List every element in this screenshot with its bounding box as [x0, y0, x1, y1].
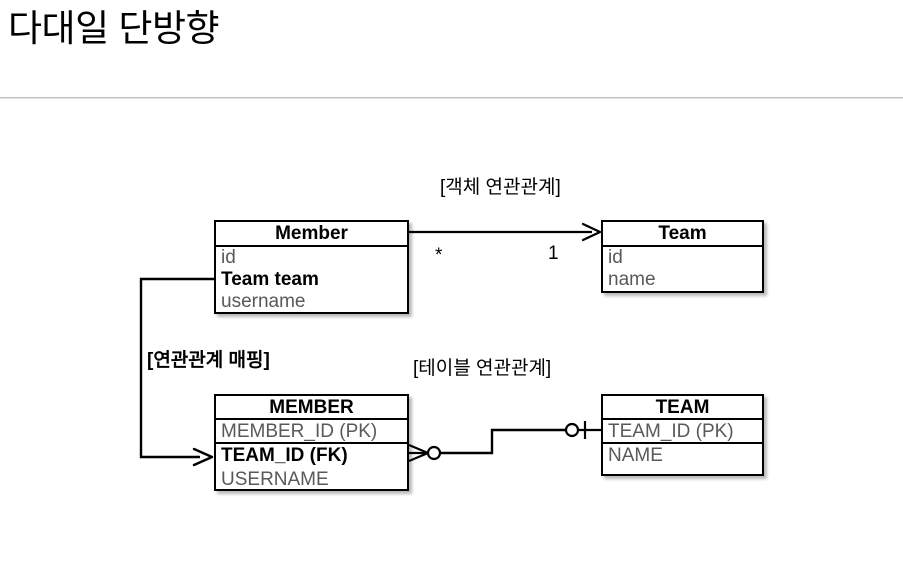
- entity-row-team-table-team-id: TEAM_ID (PK): [603, 420, 762, 444]
- connector-mapping-elbow: [139, 277, 214, 467]
- multiplicity-one: 1: [548, 243, 559, 264]
- entity-row-team-name: name: [608, 269, 656, 290]
- entity-title-member-table: MEMBER: [216, 396, 407, 420]
- multiplicity-many: *: [435, 245, 443, 266]
- entity-title-team-table: TEAM: [603, 396, 762, 420]
- label-object-relation: [객체 연관관계]: [440, 177, 561, 198]
- entity-row-member-table-username: USERNAME: [221, 469, 329, 490]
- entity-row-member-id: id: [221, 247, 236, 268]
- connector-member-table-to-team-table: [408, 421, 601, 463]
- entity-row-member-table-member-id: MEMBER_ID (PK): [216, 420, 407, 444]
- entity-box-member-table[interactable]: MEMBER MEMBER_ID (PK) TEAM_ID (FK) USERN…: [214, 394, 409, 491]
- entity-row-member-username: username: [221, 291, 306, 312]
- page-title: 다대일 단방향: [8, 8, 220, 49]
- entity-box-team-table[interactable]: TEAM TEAM_ID (PK) NAME: [601, 394, 764, 476]
- connector-member-to-team: [409, 222, 602, 242]
- entity-box-member-class[interactable]: Member id Team team username: [214, 220, 409, 314]
- entity-row-member-table-team-id: TEAM_ID (FK): [221, 445, 348, 466]
- entity-row-member-team: Team team: [221, 269, 319, 290]
- label-association-mapping: [연관관계 매핑]: [147, 350, 270, 371]
- title-divider: [0, 97, 903, 99]
- entity-row-team-table-name: NAME: [608, 445, 663, 466]
- entity-row-team-id: id: [608, 247, 623, 268]
- entity-title-member-class: Member: [216, 222, 407, 247]
- entity-title-team-class: Team: [603, 222, 762, 247]
- entity-box-team-class[interactable]: Team id name: [601, 220, 764, 293]
- label-table-relation: [테이블 연관관계]: [413, 358, 552, 379]
